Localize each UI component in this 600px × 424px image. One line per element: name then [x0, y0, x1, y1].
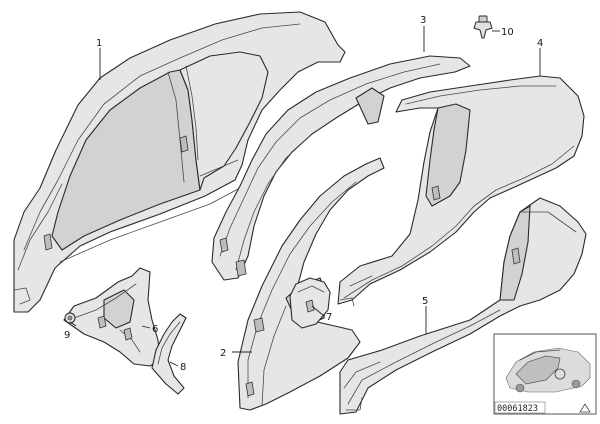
triangle-warning-icon	[579, 403, 591, 413]
part-3-inner-frame[interactable]	[211, 55, 471, 281]
callout-10: 10	[501, 27, 514, 38]
callout-9: 9	[64, 330, 70, 341]
thumbnail-car-icon	[505, 347, 591, 393]
callout-7: 7	[326, 312, 332, 323]
callout-5: 5	[422, 296, 428, 307]
thumbnail-highlight-circle	[554, 368, 566, 380]
part-6-bracket[interactable]	[63, 267, 161, 367]
callout-4: 4	[537, 38, 543, 49]
part-9-clip[interactable]	[64, 312, 76, 324]
callout-3: 3	[420, 15, 426, 26]
vehicle-thumbnail: 00061823	[493, 333, 597, 415]
part-8-pillar-piece[interactable]	[151, 313, 187, 395]
part-10-rivet[interactable]	[473, 15, 493, 39]
callout-8: 8	[180, 362, 186, 373]
thumbnail-part-number: 00061823	[497, 404, 538, 414]
callout-6: 6	[152, 324, 158, 335]
part-4-outer-skin[interactable]	[337, 75, 585, 307]
part-5-sill-quarter[interactable]	[339, 197, 587, 415]
part-1-side-frame[interactable]	[13, 11, 346, 313]
callout-1: 1	[96, 38, 102, 49]
leader-lines	[69, 26, 541, 367]
part-7-gusset[interactable]	[289, 277, 331, 329]
callout-2: 2	[220, 348, 226, 359]
